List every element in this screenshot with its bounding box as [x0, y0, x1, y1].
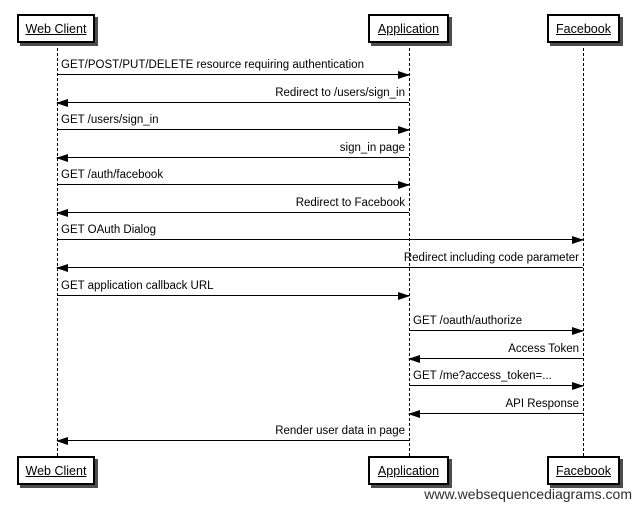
message-6-arrow: Redirect to Facebook — [56, 196, 409, 217]
message-5-arrow: GET /auth/facebook — [57, 168, 410, 189]
arrowhead-left-icon — [56, 264, 68, 272]
actor-label: Web Client — [25, 463, 87, 478]
arrowhead-right-icon — [398, 71, 410, 79]
message-12-arrow: GET /me?access_token=... — [409, 369, 584, 390]
lifeline-web-client — [57, 43, 58, 456]
message-1-arrow: GET/POST/PUT/DELETE resource requiring a… — [57, 58, 410, 79]
message-label: Access Token — [508, 343, 579, 355]
actor-box-web-client-top: Web Client — [17, 14, 95, 43]
message-label: GET application callback URL — [61, 280, 214, 292]
message-10-arrow: GET /oauth/authorize — [409, 314, 584, 335]
actor-label: Facebook — [556, 463, 611, 478]
message-label: GET /me?access_token=... — [413, 370, 552, 382]
message-4-arrow: sign_in page — [56, 141, 409, 162]
actor-box-facebook-bottom: Facebook — [547, 456, 620, 485]
arrowhead-right-icon — [572, 236, 584, 244]
lifeline-application — [409, 43, 410, 456]
actor-label: Application — [377, 21, 440, 36]
arrowhead-right-icon — [398, 181, 410, 189]
arrowhead-right-icon — [398, 126, 410, 134]
message-label: API Response — [505, 398, 579, 410]
lifeline-facebook — [583, 43, 584, 456]
message-label: Redirect including code parameter — [403, 252, 579, 264]
message-label: Redirect to Facebook — [295, 197, 405, 209]
message-label: Redirect to /users/sign_in — [275, 87, 405, 99]
actor-box-facebook-top: Facebook — [547, 14, 620, 43]
message-label: GET /auth/facebook — [61, 169, 164, 181]
arrowhead-left-icon — [56, 154, 68, 162]
actor-box-application-top: Application — [368, 14, 449, 43]
actor-label: Web Client — [25, 21, 87, 36]
message-label: sign_in page — [339, 142, 405, 154]
actor-label: Facebook — [556, 21, 611, 36]
arrowhead-right-icon — [398, 292, 410, 300]
arrowhead-right-icon — [572, 382, 584, 390]
message-9-arrow: GET application callback URL — [57, 279, 410, 300]
message-11-arrow: Access Token — [408, 342, 583, 363]
actor-box-web-client-bottom: Web Client — [17, 456, 95, 485]
message-8-arrow: Redirect including code parameter — [56, 251, 583, 272]
message-7-arrow: GET OAuth Dialog — [57, 223, 584, 244]
arrowhead-left-icon — [56, 209, 68, 217]
message-label: GET OAuth Dialog — [61, 224, 157, 236]
message-3-arrow: GET /users/sign_in — [57, 113, 410, 134]
message-2-arrow: Redirect to /users/sign_in — [56, 86, 409, 107]
message-label: GET /oauth/authorize — [413, 315, 523, 327]
arrowhead-left-icon — [56, 437, 68, 445]
arrowhead-left-icon — [56, 99, 68, 107]
message-14-arrow: Render user data in page — [56, 424, 409, 445]
message-label: GET/POST/PUT/DELETE resource requiring a… — [61, 59, 364, 71]
message-label: GET /users/sign_in — [61, 114, 159, 126]
message-label: Render user data in page — [275, 425, 405, 437]
actor-label: Application — [377, 463, 440, 478]
arrowhead-right-icon — [572, 327, 584, 335]
message-13-arrow: API Response — [408, 397, 583, 418]
watermark-text: www.websequencediagrams.com — [424, 486, 632, 502]
arrowhead-left-icon — [408, 355, 420, 363]
arrowhead-left-icon — [408, 410, 420, 418]
actor-box-application-bottom: Application — [368, 456, 449, 485]
